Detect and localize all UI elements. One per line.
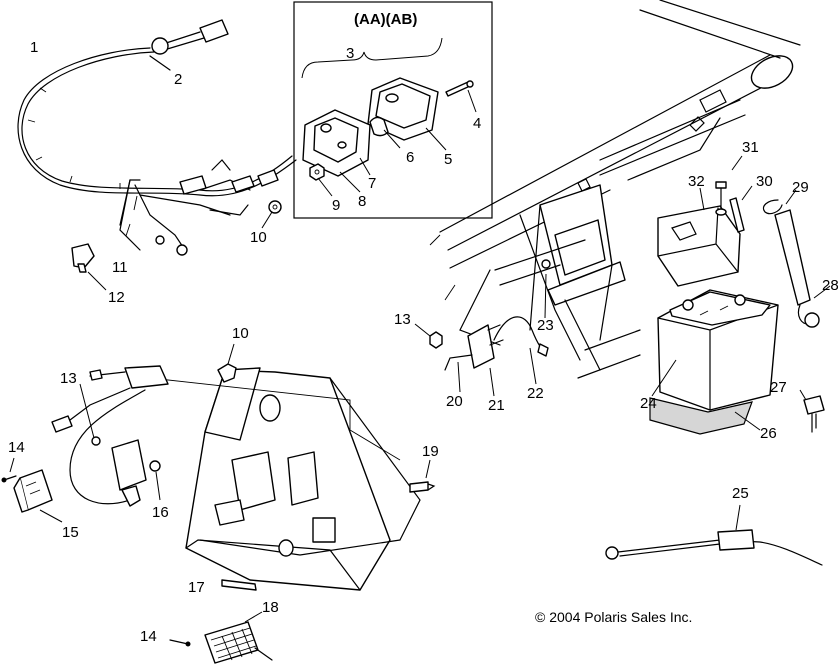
callout-12: 12: [108, 289, 125, 306]
callout-13-right: 13: [394, 311, 411, 328]
screw-part-14-lower: [169, 639, 191, 647]
regulator-part-18: [204, 611, 273, 664]
callout-3: 3: [346, 45, 354, 62]
callout-22: 22: [527, 385, 544, 402]
callout-28: 28: [822, 277, 839, 294]
chassis-frame: [429, 0, 801, 379]
callout-32: 32: [688, 173, 705, 190]
strap-part-30: [729, 185, 753, 233]
grommet-part-10-top: [261, 200, 282, 229]
callout-27: 27: [770, 379, 787, 396]
callout-31: 31: [742, 139, 759, 156]
callout-26: 26: [760, 425, 777, 442]
callout-7: 7: [368, 175, 376, 192]
inset-header: (AA)(AB): [354, 11, 417, 28]
callout-14-lower: 14: [140, 628, 157, 645]
screw-part-19: [409, 459, 436, 493]
callout-2: 2: [174, 71, 182, 88]
callout-18: 18: [262, 599, 279, 616]
mounting-plate-17: [149, 367, 421, 591]
grommet-part-10-lower: [217, 343, 237, 383]
ignition-coil-16: [111, 439, 161, 507]
cdi-module: [51, 365, 169, 505]
battery-pad-26: [649, 397, 761, 435]
callout-29: 29: [792, 179, 809, 196]
battery-24: [651, 289, 779, 411]
callout-labels: 1 2 3 4 5 6 7 8 9 10 10 11 12 13 13 14 1…: [8, 39, 839, 645]
battery-cable-25: [605, 504, 823, 566]
callout-8: 8: [358, 193, 366, 210]
battery-cover-32: [657, 187, 741, 287]
callout-10-lower: 10: [232, 325, 249, 342]
callout-4: 4: [473, 115, 481, 132]
callout-13-left: 13: [60, 370, 77, 387]
copyright-text: © 2004 Polaris Sales Inc.: [535, 609, 692, 625]
callout-9: 9: [332, 197, 340, 214]
bolt-part-31: [715, 155, 743, 216]
callout-25: 25: [732, 485, 749, 502]
callout-15: 15: [62, 524, 79, 541]
callout-21: 21: [488, 397, 505, 414]
relay-part-12: [71, 243, 107, 291]
callout-20: 20: [446, 393, 463, 410]
callout-30: 30: [756, 173, 773, 190]
callout-17: 17: [188, 579, 205, 596]
callout-6: 6: [406, 149, 414, 166]
main-wiring-harness: [17, 19, 297, 256]
cable-part-28: [774, 209, 831, 328]
callout-14-top: 14: [8, 439, 25, 456]
callout-16: 16: [152, 504, 169, 521]
callout-19: 19: [422, 443, 439, 460]
terminal-bracket: [414, 259, 551, 397]
callout-5: 5: [444, 151, 452, 168]
fuse-part-27: [799, 389, 825, 433]
callout-10-top: 10: [250, 229, 267, 246]
regulator-bracket-15: [1, 457, 63, 523]
callout-11: 11: [112, 259, 128, 276]
callout-1: 1: [30, 39, 38, 56]
callout-24: 24: [640, 395, 657, 412]
callout-23: 23: [537, 317, 554, 334]
hook-part-29: [762, 189, 797, 215]
inset-box: (AA)(AB): [293, 1, 493, 219]
